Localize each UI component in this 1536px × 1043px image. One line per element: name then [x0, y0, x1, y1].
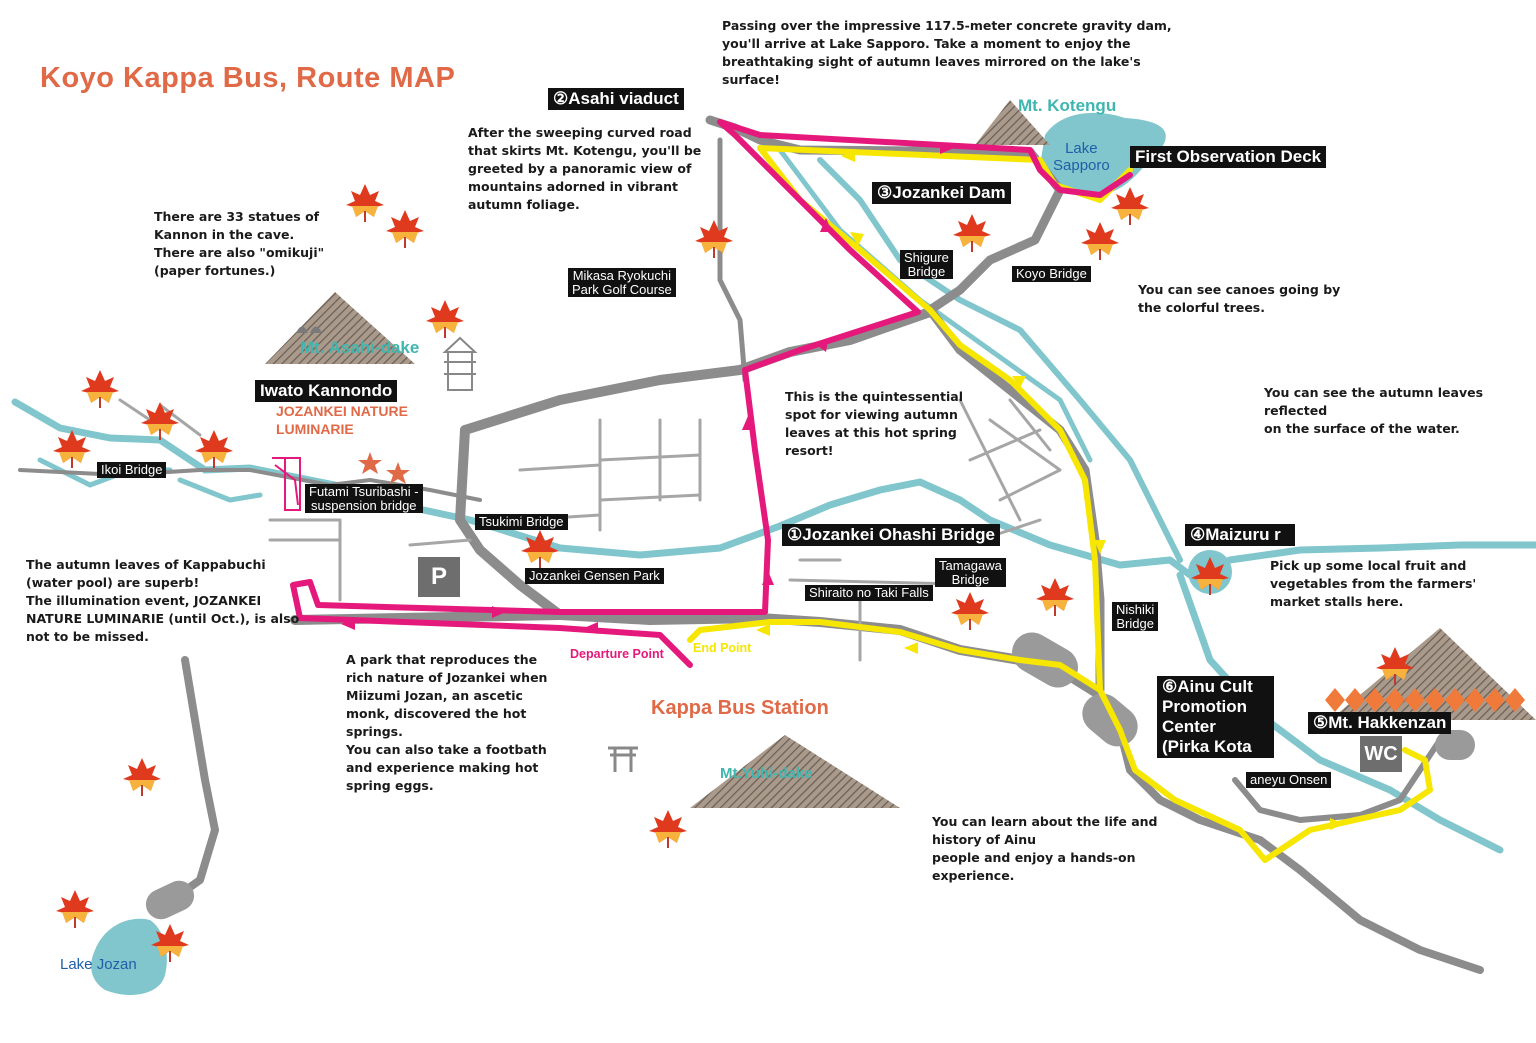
tsukimi-bridge-label: Tsukimi Bridge: [475, 514, 568, 530]
mountain-yuhi: [690, 735, 900, 808]
note-kannon: There are 33 statues of Kannon in the ca…: [154, 209, 325, 278]
koyo-bridge-label: Koyo Bridge: [1012, 266, 1091, 282]
stop-6-ainu-culture-center[interactable]: ⑥Ainu Cult Promotion Center (Pirka Kota: [1157, 676, 1274, 758]
note-ainu: You can learn about the life and history…: [932, 814, 1158, 883]
lakes: [91, 112, 1232, 995]
lake-jozan-shape: [91, 918, 167, 995]
mountain-illustrations: [265, 100, 1536, 808]
cave-arch-icons: [296, 326, 322, 333]
departure-point-label: Departure Point: [570, 647, 664, 661]
restroom-icon: WC: [1360, 736, 1402, 772]
mountain-asahi: [265, 292, 415, 364]
tunnels: [145, 632, 1475, 920]
stop-5-mt-hakkenzan[interactable]: ⑤Mt. Hakkenzan: [1308, 712, 1452, 734]
nishiki-bridge-label: Nishiki Bridge: [1112, 602, 1159, 632]
lake-sapporo-label: Lake Sapporo: [1053, 140, 1110, 174]
ikoi-bridge-label: Ikoi Bridge: [97, 462, 167, 478]
mt-asahi-dake-label: Mt. Asahi-dake: [300, 338, 420, 357]
iwato-kannondo-label[interactable]: Iwato Kannondo: [255, 380, 398, 402]
note-canoes: You can see canoes going by the colorful…: [1138, 282, 1341, 315]
note-curved-road: After the sweeping curved road that skir…: [468, 125, 702, 212]
torii-icon: [608, 746, 638, 772]
note-dam: Passing over the impressive 117.5-meter …: [722, 18, 1172, 87]
note-reflection: You can see the autumn leaves reflected …: [1264, 385, 1484, 436]
jozankei-nature-luminarie-label: JOZANKEI NATURE LUMINARIE: [276, 403, 408, 437]
note-kappabuchi: The autumn leaves of Kappabuchi (water p…: [26, 557, 300, 644]
east-river: [1176, 571, 1504, 854]
dam-channel: [777, 147, 1093, 463]
onsen-label: aneyu Onsen: [1246, 772, 1332, 788]
end-point-label: End Point: [693, 641, 752, 655]
shrine-icon: [442, 336, 478, 391]
suspension-bridge-icon: [272, 457, 301, 511]
note-farmers-market: Pick up some local fruit and vegetables …: [1270, 558, 1477, 609]
lake-jozan-label: Lake Jozan: [60, 956, 137, 973]
lake-sapporo-shape: [1040, 112, 1166, 196]
route-return-yellow: [687, 145, 1433, 863]
star-icons: [358, 452, 410, 484]
mikasa-park-golf-label: Mikasa Ryokuchi Park Golf Course: [568, 268, 676, 298]
route-outbound-pink: [290, 119, 1133, 668]
shigure-bridge-label: Shigure Bridge: [900, 250, 953, 280]
north-river: [817, 157, 1183, 563]
jozankei-gensen-park-label: Jozankei Gensen Park: [525, 568, 664, 584]
stop-4-maizuru[interactable]: ④Maizuru r: [1185, 524, 1295, 546]
branch-futami: [177, 477, 263, 503]
map-title: Koyo Kappa Bus, Route MAP: [40, 62, 456, 94]
parking-icon: P: [418, 557, 460, 597]
futami-suspension-bridge-label: Futami Tsuribashi - suspension bridge: [305, 484, 423, 514]
route-arrows: [341, 142, 1344, 830]
first-observation-deck-label[interactable]: First Observation Deck: [1130, 146, 1327, 168]
stop-1-jozankei-ohashi-bridge[interactable]: ①Jozankei Ohashi Bridge: [782, 524, 1000, 546]
note-gensen-park: A park that reproduces the rich nature o…: [346, 652, 548, 793]
kappa-bus-station-label[interactable]: Kappa Bus Station: [651, 697, 829, 719]
stop-3-jozankei-dam[interactable]: ③Jozankei Dam: [872, 182, 1011, 204]
mountain-kotengu: [975, 100, 1050, 145]
mt-yuhi-dake-label: Mt.Yuhi-dake: [720, 765, 813, 782]
note-quintessential: This is the quintessential spot for view…: [785, 389, 964, 458]
mt-kotengu-label: Mt. Kotengu: [1018, 96, 1117, 115]
tamagawa-bridge-label: Tamagawa Bridge: [935, 558, 1006, 588]
shiraito-falls-label: Shiraito no Taki Falls: [805, 585, 933, 601]
stop-2-asahi-viaduct[interactable]: ②Asahi viaduct: [548, 88, 684, 110]
